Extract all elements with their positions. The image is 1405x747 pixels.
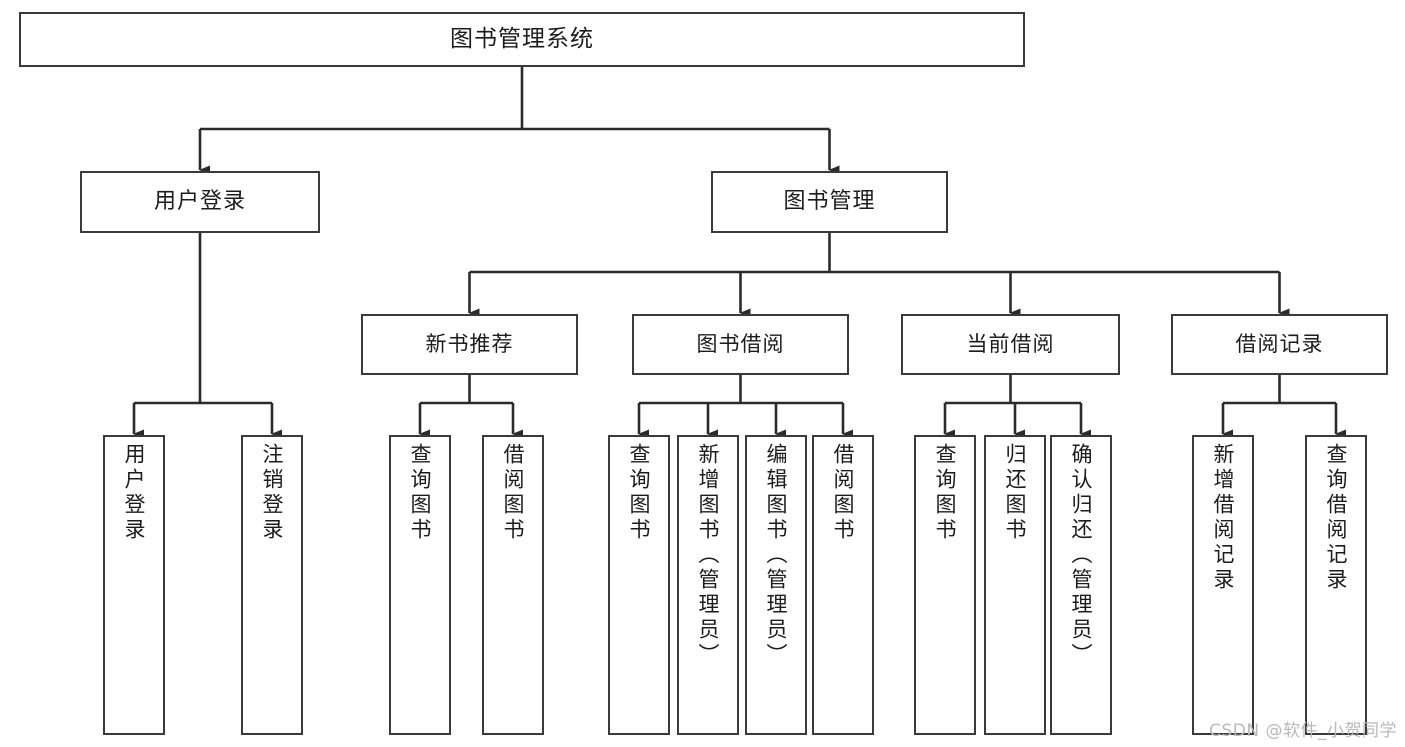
node-user-login[interactable]: 用户登录 — [80, 171, 320, 233]
node-label: 图书借阅 — [696, 331, 785, 356]
node-leaf-query-book-2[interactable]: 查询图书 — [608, 435, 670, 735]
node-leaf-add-record[interactable]: 新增借阅记录 — [1192, 435, 1254, 735]
node-label: 新增图书（管理员） — [696, 443, 721, 668]
node-label: 图书管理系统 — [450, 25, 594, 52]
node-book-borrow[interactable]: 图书借阅 — [632, 314, 849, 375]
node-label: 借阅图书 — [501, 443, 526, 543]
node-root-title[interactable]: 图书管理系统 — [19, 12, 1025, 67]
connector-group — [132, 67, 1346, 439]
node-leaf-return-book[interactable]: 归还图书 — [984, 435, 1046, 735]
node-leaf-query-book-3[interactable]: 查询图书 — [914, 435, 976, 735]
node-borrow-record[interactable]: 借阅记录 — [1171, 314, 1388, 375]
node-leaf-query-book-1[interactable]: 查询图书 — [389, 435, 451, 735]
node-label: 注销登录 — [260, 443, 285, 543]
node-leaf-borrow-book-1[interactable]: 借阅图书 — [482, 435, 544, 735]
node-label: 借阅图书 — [831, 443, 856, 543]
node-leaf-add-book[interactable]: 新增图书（管理员） — [677, 435, 739, 735]
node-label: 当前借阅 — [966, 331, 1055, 356]
node-leaf-query-record[interactable]: 查询借阅记录 — [1305, 435, 1367, 735]
node-label: 借阅记录 — [1235, 331, 1324, 356]
node-label: 新增借阅记录 — [1211, 443, 1236, 593]
node-label: 查询图书 — [933, 443, 958, 543]
node-label: 查询图书 — [627, 443, 652, 543]
node-current-borrow[interactable]: 当前借阅 — [901, 314, 1120, 375]
node-leaf-edit-book[interactable]: 编辑图书（管理员） — [745, 435, 807, 735]
node-label: 用户登录 — [122, 443, 147, 543]
node-new-book-recommend[interactable]: 新书推荐 — [361, 314, 578, 375]
node-leaf-borrow-book-2[interactable]: 借阅图书 — [812, 435, 874, 735]
node-label: 确认归还（管理员） — [1069, 443, 1094, 668]
node-label: 用户登录 — [153, 188, 246, 214]
node-label: 新书推荐 — [425, 331, 514, 356]
node-leaf-user-login[interactable]: 用户登录 — [103, 435, 165, 735]
node-label: 查询图书 — [408, 443, 433, 543]
node-label: 编辑图书（管理员） — [764, 443, 789, 668]
node-book-manage[interactable]: 图书管理 — [711, 171, 948, 233]
node-label: 图书管理 — [783, 188, 876, 214]
node-label: 查询借阅记录 — [1324, 443, 1349, 593]
node-leaf-user-logout[interactable]: 注销登录 — [241, 435, 303, 735]
node-label: 归还图书 — [1003, 443, 1028, 543]
node-leaf-confirm-return[interactable]: 确认归还（管理员） — [1050, 435, 1112, 735]
